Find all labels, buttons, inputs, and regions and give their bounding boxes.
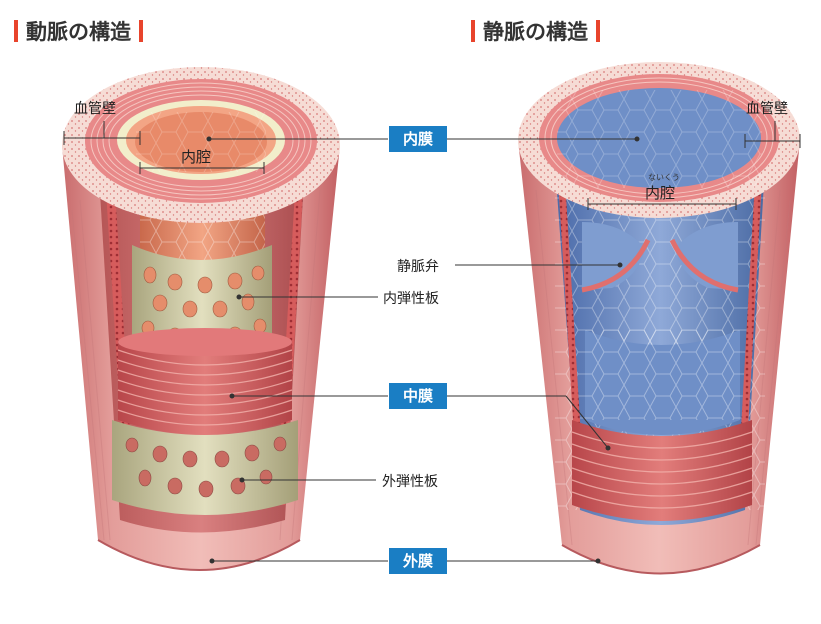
vein-lumen-ruby: ないくう [648,173,680,182]
leader-lines [63,121,801,564]
title-accent-bar [14,20,18,42]
internal-elastic-label: 内弾性板 [383,291,439,307]
artery-title-text: 動脈の構造 [26,20,131,44]
title-accent-bar [596,20,600,42]
media-label: 中膜 [389,383,447,409]
artery-wall-label: 血管壁 [74,101,116,117]
external-elastic-label: 外弾性板 [382,474,438,490]
vein-wall-label: 血管壁 [746,101,788,117]
artery-illustration [62,67,340,571]
adventitia-label: 外膜 [389,548,447,574]
artery-title: 動脈の構造 [14,16,143,46]
intima-label: 内膜 [389,126,447,152]
title-accent-bar [471,20,475,42]
artery-lumen-label: 内腔 [181,148,212,166]
vein-title: 静脈の構造 [471,16,600,46]
vein-lumen-label: 内腔 [645,184,676,202]
vein-illustration [518,62,800,575]
valve-label: 静脈弁 [397,259,439,275]
vein-title-text: 静脈の構造 [483,20,588,44]
title-accent-bar [139,20,143,42]
